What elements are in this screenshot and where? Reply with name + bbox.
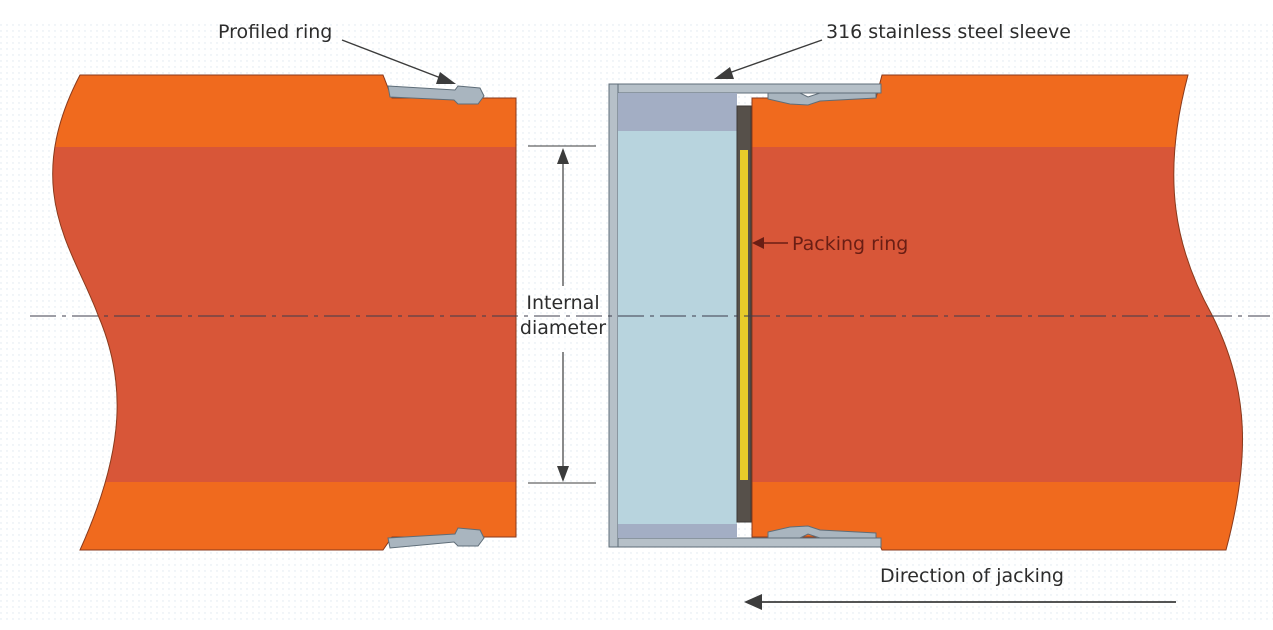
sleeve-interior-bottom-shade: [618, 524, 737, 538]
sleeve-bottom-plate: [608, 537, 882, 548]
sleeve-seal-top: [767, 92, 877, 106]
direction-label: Direction of jacking: [880, 565, 1064, 587]
packing-ring: [736, 105, 752, 523]
packing-ring-leader-arrow: [752, 237, 788, 249]
internal-diameter-label-line2: diameter: [520, 317, 606, 339]
profiled-ring-bottom: [387, 527, 485, 549]
internal-diameter-label-line1: Internal: [526, 292, 599, 314]
profiled-ring-top: [387, 85, 485, 105]
left-pipe-bore: [52, 147, 517, 482]
direction-arrow: [744, 594, 1176, 610]
left-pipe: [52, 74, 517, 551]
sleeve-leader-arrow: [714, 39, 823, 79]
profiled-ring-label: Profiled ring: [218, 21, 332, 43]
left-pipe-outline: [52, 74, 517, 551]
right-pipe-bore: [752, 147, 1243, 482]
sleeve-interior-top-shade: [618, 93, 737, 131]
right-pipe-outline: [751, 74, 1244, 551]
profiled-ring-leader-arrow: [341, 39, 456, 84]
packing-ring-label: Packing ring: [792, 233, 908, 255]
internal-diameter-dimension: Internal diameter: [520, 145, 606, 484]
sleeve-seal-bottom: [767, 525, 877, 539]
sleeve-top-plate: [608, 83, 882, 94]
sleeve-label: 316 stainless steel sleeve: [826, 21, 1071, 43]
right-pipe: [751, 74, 1244, 551]
